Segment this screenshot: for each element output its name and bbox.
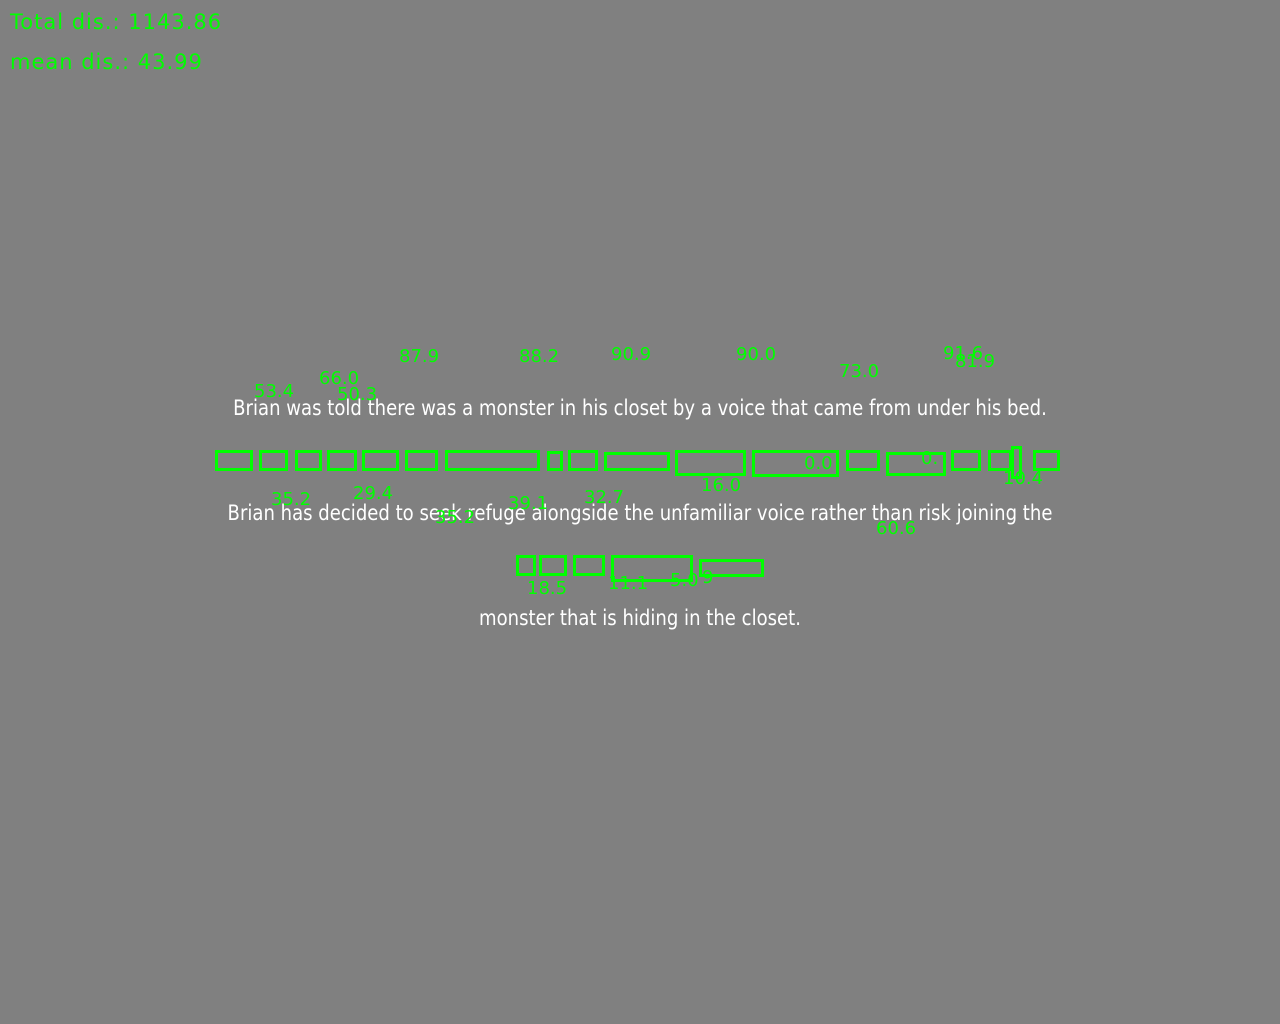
word-box — [568, 450, 598, 471]
word-box — [445, 450, 540, 471]
word-box — [699, 559, 764, 577]
total-distance-stat: Total dis.: 1143.86 — [10, 10, 223, 34]
word-box — [604, 452, 670, 471]
score-label: 60.6 — [876, 518, 917, 539]
score-label: 11.1 — [608, 573, 649, 594]
word-box — [362, 450, 399, 471]
score-label: 39.1 — [508, 493, 549, 514]
score-label: 81.9 — [955, 351, 996, 372]
score-label: 66.0 — [319, 368, 360, 389]
word-box — [516, 555, 536, 576]
score-label: 90.9 — [611, 344, 652, 365]
word-box — [259, 450, 288, 471]
word-box — [295, 450, 322, 471]
score-label: 32.7 — [584, 487, 625, 508]
score-label: 53.4 — [254, 381, 295, 402]
score-label: 29.4 — [353, 483, 394, 504]
score-label: 91.6 — [943, 343, 984, 364]
score-label: 10.4 — [1003, 468, 1044, 489]
sentence-line: Brian was told there was a monster in hi… — [233, 396, 1047, 420]
word-box — [988, 450, 1012, 471]
word-box — [405, 450, 438, 471]
word-box — [611, 555, 693, 582]
word-box — [539, 555, 567, 576]
score-label: 35.2 — [271, 489, 312, 510]
score-label: 16.0 — [701, 475, 742, 496]
word-box — [327, 450, 357, 471]
word-box — [573, 555, 605, 576]
word-box — [215, 450, 253, 471]
score-label: 73.0 — [839, 361, 880, 382]
score-label: 88.2 — [519, 346, 560, 367]
score-label: 87.9 — [399, 346, 440, 367]
score-label: 9 — [702, 567, 714, 588]
mean-distance-stat: mean dis.: 43.99 — [10, 50, 203, 74]
score-label: 5.0 — [670, 570, 699, 591]
word-box — [675, 450, 746, 476]
word-box — [951, 450, 981, 471]
sentence-line: monster that is hiding in the closet. — [479, 606, 801, 630]
word-box — [752, 450, 839, 477]
score-label: 50.3 — [337, 384, 378, 405]
score-label: 90.0 — [736, 344, 777, 365]
sentence-line: Brian has decided to seek refuge alongsi… — [227, 501, 1053, 525]
word-box — [846, 450, 880, 471]
score-label: 18.5 — [527, 578, 568, 599]
score-label: 0. — [921, 448, 939, 469]
word-box — [886, 452, 946, 476]
score-label: 0.0 — [804, 453, 833, 474]
word-box — [1033, 450, 1060, 471]
score-label: 35.2 — [435, 507, 476, 528]
word-box — [547, 451, 563, 471]
word-box — [1011, 446, 1022, 479]
